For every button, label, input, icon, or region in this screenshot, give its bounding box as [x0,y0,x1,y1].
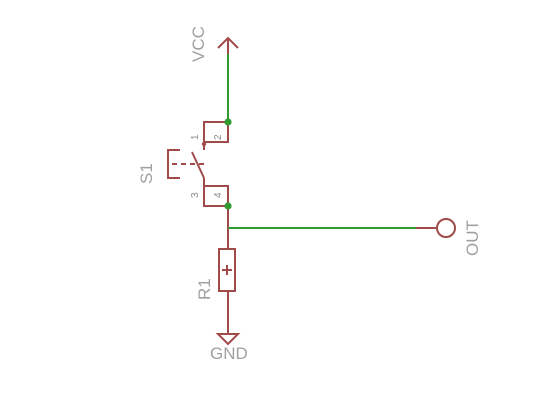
switch-pin-4-label: 4 [213,192,224,198]
vcc-symbol [217,36,239,54]
switch-name-label: S1 [137,163,156,184]
switch-button-bracket [167,149,180,179]
switch-pin-4-box [203,185,229,207]
junction-dot-output-node [224,202,232,210]
switch-s1 [167,121,229,207]
switch-contact-dot [201,141,207,147]
junction-dot-top [224,118,232,126]
resistor-name-label: R1 [195,278,214,300]
output-terminal [436,218,456,238]
ground-symbol [215,333,241,346]
gnd-label: GND [210,344,248,363]
output-label: OUT [463,220,482,256]
switch-pin-3-label: 3 [190,192,201,198]
switch-pin-2-box [203,121,229,143]
switch-lever [191,151,205,179]
switch-pin-2-label: 2 [213,134,224,140]
resistor-r1 [218,248,236,292]
switch-pin-1-label: 1 [190,134,201,140]
vcc-label: VCC [189,26,208,62]
